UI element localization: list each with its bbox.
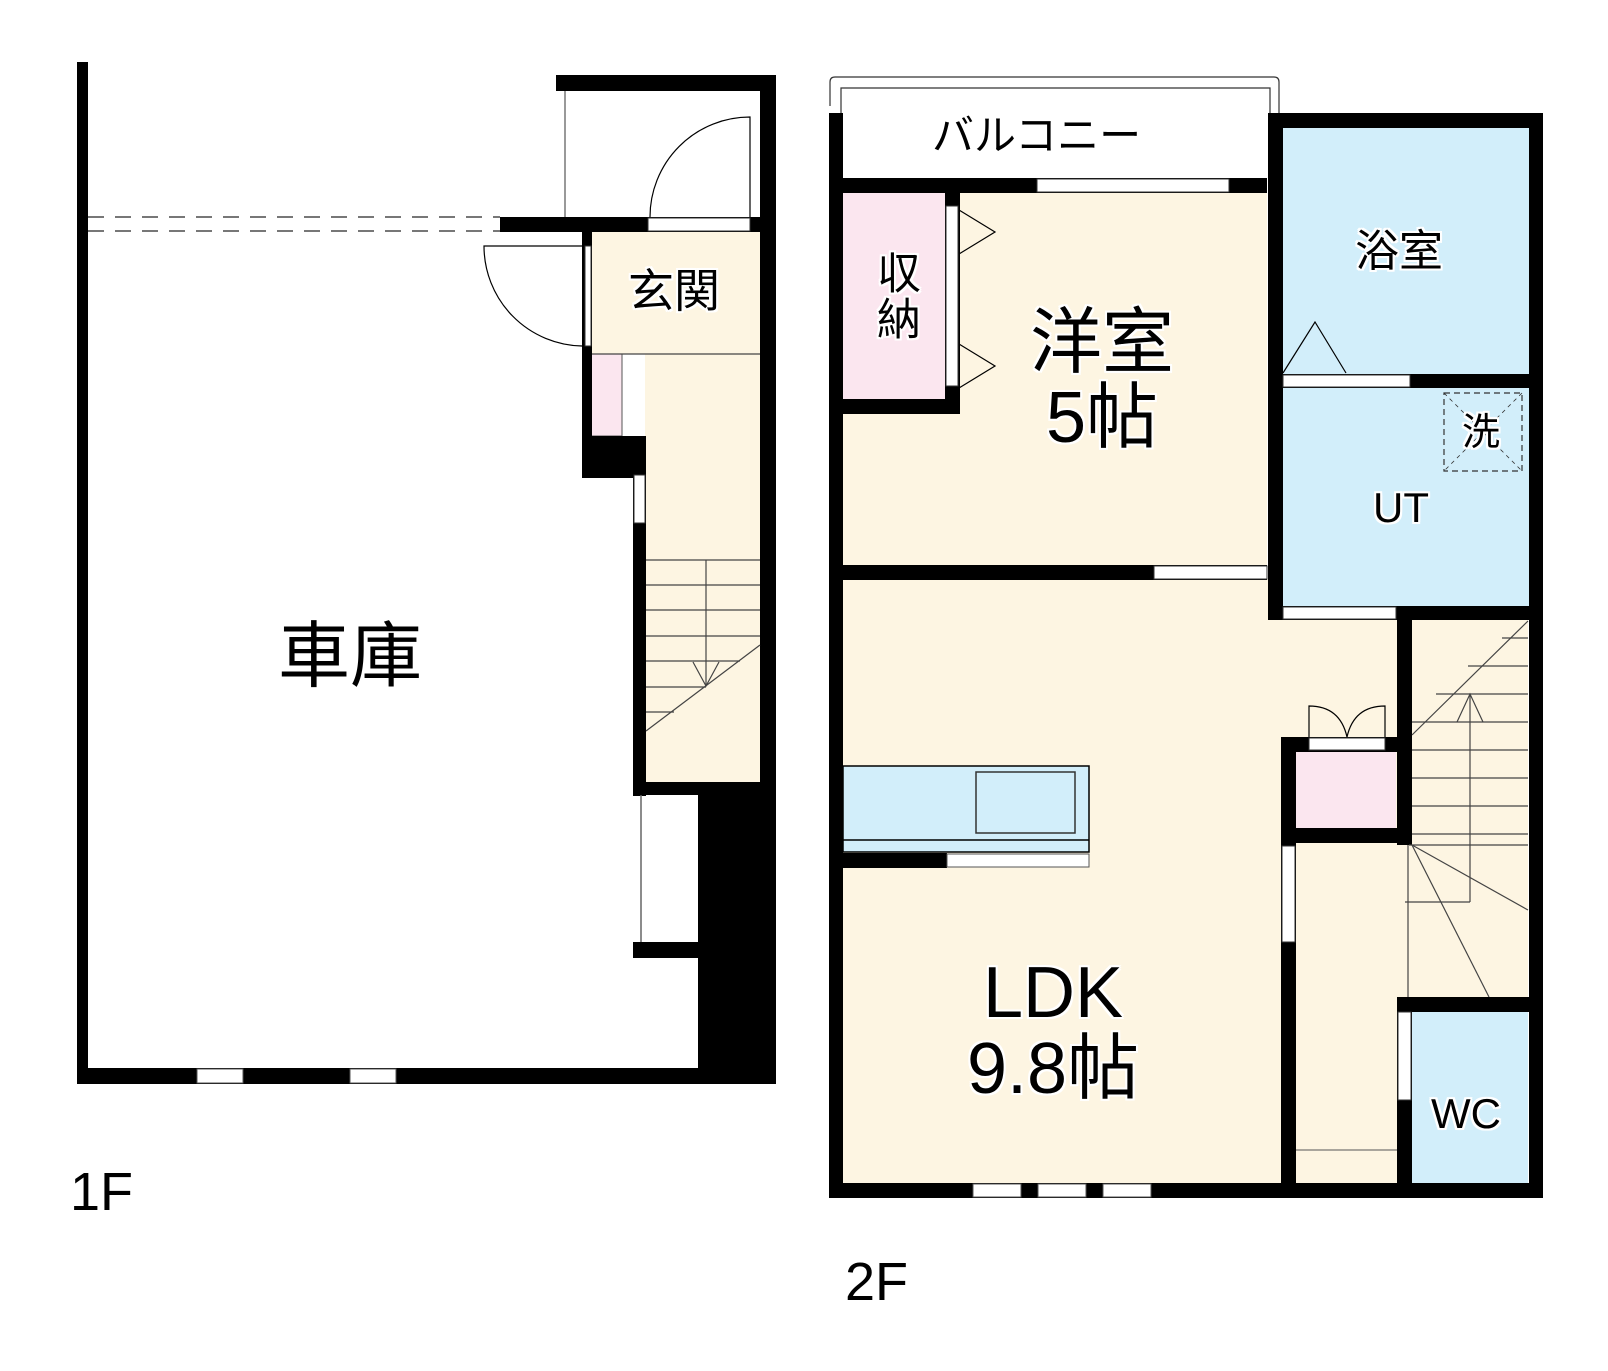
window xyxy=(1036,178,1230,193)
kitchen-sink xyxy=(975,771,1076,834)
room-label-garage: 車庫 xyxy=(278,614,423,698)
room-label-western-room: 洋室 5帖 xyxy=(1030,300,1175,458)
closet-floor xyxy=(843,193,945,399)
utility-floor xyxy=(1283,388,1529,606)
shoe-storage xyxy=(589,353,623,437)
storage-2f-floor xyxy=(1296,752,1396,828)
garage-left-wall xyxy=(77,62,88,1084)
window xyxy=(196,1068,244,1084)
bath-door xyxy=(1282,374,1411,388)
ldk-name: LDK xyxy=(983,953,1124,1033)
room-label-toilet: WC xyxy=(1431,1090,1501,1137)
bathroom-floor xyxy=(1283,128,1529,374)
stairs-2f xyxy=(1405,620,1529,998)
floor-1-plan xyxy=(77,62,776,1084)
hall-floor xyxy=(645,354,760,784)
window xyxy=(349,1068,397,1084)
western-room-size: 5帖 xyxy=(1045,377,1159,458)
room-label-utility: UT xyxy=(1373,484,1429,531)
room-label-entrance: 玄関 xyxy=(628,264,720,318)
window xyxy=(946,853,1090,868)
wall-column xyxy=(698,782,776,1084)
room-label-bathroom: 浴室 xyxy=(1355,226,1443,277)
window xyxy=(972,1183,1022,1198)
ldk-size: 9.8帖 xyxy=(967,1028,1140,1109)
room-label-ldk: LDK 9.8帖 xyxy=(967,953,1140,1109)
room-label-closet: 収納 xyxy=(869,250,920,342)
window xyxy=(1037,1183,1087,1198)
floor-2-plan xyxy=(829,76,1543,1198)
room-label-balcony: バルコニー xyxy=(932,111,1142,160)
ut-door xyxy=(1282,606,1397,620)
window xyxy=(633,474,646,524)
washer-label: 洗 xyxy=(1462,410,1501,454)
door-opening xyxy=(1153,565,1268,580)
toilet-floor xyxy=(1412,1012,1528,1183)
storage-door xyxy=(1308,737,1386,751)
hall-door xyxy=(1281,845,1296,943)
window xyxy=(1102,1183,1152,1198)
ldk-floor xyxy=(843,579,1268,1183)
entrance-door-opening xyxy=(647,217,751,232)
floor-label-1f: 1F xyxy=(70,1162,134,1222)
washer-space xyxy=(1443,392,1523,472)
floor-label-2f: 2F xyxy=(845,1252,909,1312)
western-room-name: 洋室 xyxy=(1030,300,1175,384)
wc-door xyxy=(1397,1011,1412,1101)
garage-bottom-wall xyxy=(77,1068,776,1084)
stairs-1f xyxy=(645,559,761,732)
entrance-floor xyxy=(590,232,760,354)
